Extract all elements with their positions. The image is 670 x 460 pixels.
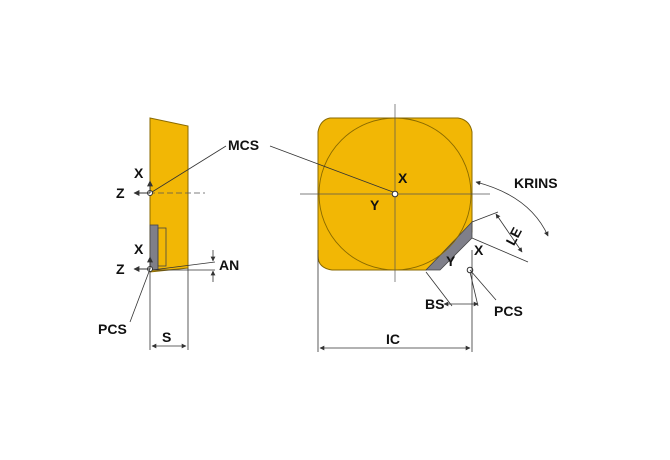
mcs-leader-top xyxy=(269,145,394,193)
bs-label: BS xyxy=(425,296,444,312)
pcs-corner-x-label: X xyxy=(474,242,484,258)
mcs-leader-side xyxy=(151,145,227,193)
krins-arc xyxy=(475,180,549,237)
le-extension-a xyxy=(471,211,499,223)
mcs-center-x-label: X xyxy=(398,170,408,186)
mcs-center-y-label: Y xyxy=(370,197,380,213)
pcs-right-leader xyxy=(469,269,497,301)
side-view: X Z X Z AN PCS S xyxy=(98,117,239,350)
pcs-left-leader xyxy=(129,268,151,323)
side-pcs-x-label: X xyxy=(134,241,144,257)
bs-extension-b xyxy=(469,271,479,307)
side-mcs-x-label: X xyxy=(134,165,144,181)
side-pcs-z-label: Z xyxy=(116,261,125,277)
krins-label: KRINS xyxy=(514,175,558,191)
side-groove-outline xyxy=(157,227,167,267)
an-angle-line-a xyxy=(151,261,216,271)
side-chip-groove xyxy=(149,224,159,271)
pcs-left-label: PCS xyxy=(98,321,127,337)
side-mcs-z-label: Z xyxy=(116,185,125,201)
mcs-center-point xyxy=(391,190,399,198)
top-view: X Y MCS Y X PCS BS LE KRINS IC xyxy=(151,104,558,352)
bs-extension-a xyxy=(425,271,453,307)
s-label: S xyxy=(162,329,171,345)
pcs-corner-y-label: Y xyxy=(446,253,456,269)
pcs-right-label: PCS xyxy=(494,303,523,319)
mcs-label: MCS xyxy=(228,137,259,153)
an-label: AN xyxy=(219,257,239,273)
ic-label: IC xyxy=(386,331,400,347)
